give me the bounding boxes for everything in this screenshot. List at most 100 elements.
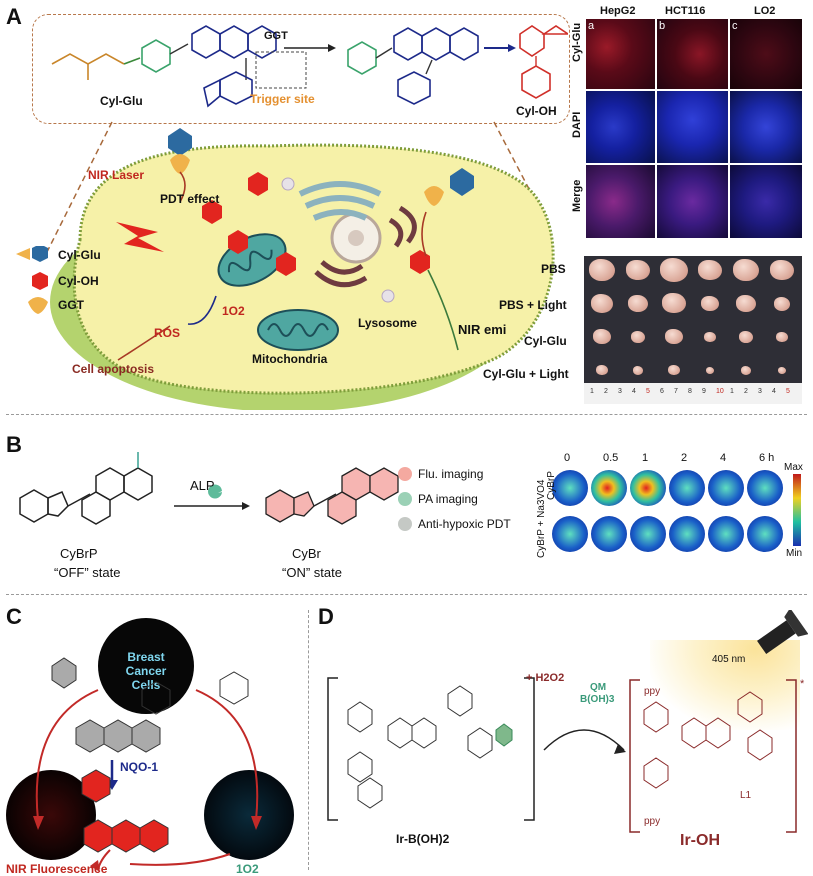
reaction-structures (51, 25, 568, 108)
trigger-site-label: Trigger site (250, 92, 315, 106)
ruler-tick: 3 (758, 388, 762, 395)
micro-row-1: DAPI (571, 111, 583, 138)
ruler-tick: 1 (730, 388, 734, 395)
scan-grid (552, 470, 792, 560)
scan-image (630, 470, 666, 506)
legend-label-2: GGT (58, 298, 84, 312)
legend-label-1: Cyl-OH (58, 274, 99, 288)
nir-laser-label: NIR Laser (88, 168, 145, 182)
reactant-label: Cyl-Glu (100, 94, 143, 108)
scan-image (552, 516, 588, 552)
l1-label: L1 (740, 790, 752, 801)
tumor (706, 367, 714, 374)
feature-2: Anti-hypoxic PDT (418, 517, 511, 531)
scan-image (591, 516, 627, 552)
hexagon-icon (32, 272, 48, 290)
tumor (662, 293, 686, 314)
micro-col-2: LO2 (754, 5, 776, 17)
lysosome-label: Lysosome (358, 316, 417, 330)
pa-icon (398, 492, 412, 506)
tumor-row-0: PBS (541, 262, 566, 276)
light-beam (650, 640, 800, 730)
legend-icons (16, 246, 48, 314)
breast-cancer-label: Breast Cancer Cells (125, 650, 167, 692)
time-point: 6 h (759, 452, 775, 464)
tumor-row-2: Cyl-Glu (524, 334, 567, 348)
cybrp-state: “OFF” state (54, 565, 121, 580)
micro-col-0: HepG2 (600, 5, 636, 17)
feature-0: Flu. imaging (418, 467, 484, 481)
mitochondria-label: Mitochondria (252, 352, 328, 366)
micro-cell-r0c1 (656, 18, 729, 90)
excited-star: * (800, 678, 805, 690)
tumor (736, 295, 756, 312)
scan-image (591, 470, 627, 506)
colorbar-max: Max (784, 462, 803, 473)
separator-cd (308, 610, 309, 870)
micro-cell-r2c0 (585, 164, 656, 239)
tumor (668, 365, 680, 376)
ruler-tick: 2 (604, 388, 608, 395)
tumor (698, 260, 722, 281)
feature-1: PA imaging (418, 492, 478, 506)
micro-row-0: Cyl-Glu (571, 22, 583, 62)
panel-c-label: C (6, 604, 22, 629)
ruler-tick: 6 (660, 388, 664, 395)
tumor (741, 366, 751, 375)
nqo1-label: NQO-1 (120, 760, 159, 774)
nir-fluorescence-circle (6, 770, 96, 860)
panel-b-label: B (6, 432, 22, 457)
tumor (701, 296, 719, 312)
ruler-tick: 5 (786, 388, 790, 395)
time-point: 4 (720, 452, 727, 464)
panel-d-structures (327, 610, 808, 833)
time-point: 0.5 (603, 452, 619, 464)
micro-letter-c: c (732, 20, 738, 32)
nir-emi-label: NIR emi (458, 322, 507, 337)
colorbar (793, 474, 801, 546)
micro-letter-b: b (659, 20, 666, 32)
separator-ab (6, 414, 807, 415)
scan-row-1: CyBrP + Na3VO4 (536, 479, 547, 558)
scan-image (747, 470, 783, 506)
tumor-row-3: Cyl-Glu + Light (483, 367, 569, 381)
ros-label: ROS (154, 326, 181, 340)
cybr-state: “ON” state (282, 565, 342, 580)
panel-c-structures (33, 657, 262, 872)
panel-d-label: D (318, 604, 334, 629)
qm-label: QM (590, 682, 607, 693)
tumor (626, 260, 650, 281)
panel-b-structures (19, 452, 399, 525)
ruler (584, 383, 802, 404)
cybr-name: CyBr (292, 546, 321, 561)
scan-image (747, 516, 783, 552)
ggt-label: GGT (264, 30, 288, 42)
micro-cell-r2c1 (656, 164, 729, 239)
tumor (770, 260, 794, 281)
ruler-tick: 8 (688, 388, 692, 395)
singlet-oxygen-circle (204, 770, 294, 860)
tumor (596, 365, 608, 376)
ruler-tick: 2 (744, 388, 748, 395)
ruler-tick: 7 (674, 388, 678, 395)
tumor (633, 366, 643, 375)
singlet-oxygen-label: 1O2 (222, 304, 245, 318)
ruler-tick: 4 (772, 388, 776, 395)
tumor (778, 367, 786, 374)
cybrp-name: CyBrP (60, 546, 98, 561)
reaction-box (32, 14, 570, 124)
scan-image (708, 516, 744, 552)
scan-image (708, 470, 744, 506)
colorbar-min: Min (786, 548, 803, 559)
scan-image (552, 470, 588, 506)
pdt-icon (398, 517, 412, 531)
probe-icon (16, 248, 30, 260)
ruler-tick: 5 (646, 388, 650, 395)
time-point: 1 (642, 452, 649, 464)
ir-oh-label: Ir-OH (680, 832, 720, 849)
legend-label-0: Cyl-Glu (58, 248, 101, 262)
micro-letter-a: a (588, 20, 595, 32)
tumor (774, 297, 790, 311)
